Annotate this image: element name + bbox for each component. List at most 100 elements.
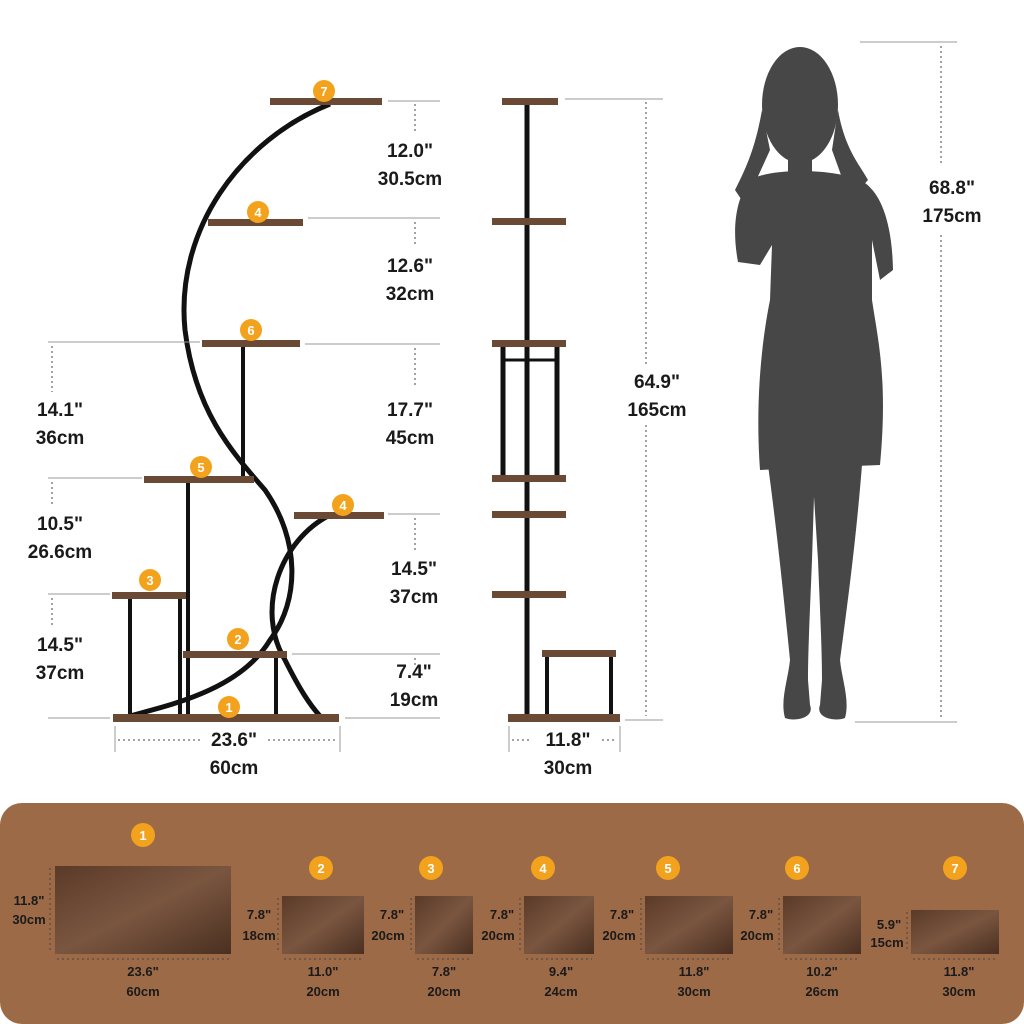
svg-text:1: 1 — [225, 700, 232, 715]
shelf-board — [55, 866, 231, 954]
shelf-board — [911, 910, 999, 954]
person-labels: 68.8" 175cm — [922, 178, 981, 227]
shelf-3-front — [112, 592, 186, 599]
height-label: 12.0" — [387, 141, 433, 162]
shelf-board — [645, 896, 733, 954]
svg-text:30cm: 30cm — [12, 912, 45, 927]
width-label: 60cm — [210, 758, 259, 779]
height-label: 32cm — [386, 284, 435, 305]
side-view-stand — [492, 98, 620, 722]
left-height-label: 26.6cm — [28, 542, 92, 563]
shelf-size-item: 1 11.8" 30cm 23.6" 60cm — [12, 823, 231, 999]
shelf-size-item: 5 7.8" 20cm 11.8" 30cm — [602, 856, 733, 999]
height-label: 30.5cm — [378, 169, 442, 190]
svg-text:1: 1 — [139, 828, 146, 843]
depth-label: 30cm — [544, 758, 593, 779]
left-height-label: 14.1" — [37, 400, 83, 421]
svg-text:3: 3 — [427, 861, 434, 876]
front-view-labels: 12.0" 30.5cm 12.6" 32cm 17.7" 45cm 14.5"… — [28, 141, 442, 779]
svg-text:4: 4 — [539, 861, 547, 876]
svg-text:2: 2 — [234, 632, 241, 647]
side-view-guides — [508, 98, 663, 752]
shelf-badge: 3 — [139, 569, 161, 591]
svg-text:7.8": 7.8" — [380, 907, 404, 922]
shelf-badge: 7 — [313, 80, 335, 102]
person-height-label: 68.8" — [929, 178, 975, 199]
shelf-6-front — [202, 340, 300, 347]
front-view-stand — [112, 98, 384, 722]
height-label: 17.7" — [387, 400, 433, 421]
svg-text:7.8": 7.8" — [749, 907, 773, 922]
svg-text:5.9": 5.9" — [877, 917, 901, 932]
shelf-board — [282, 896, 364, 954]
shelf-size-item: 3 7.8" 20cm 7.8" 20cm — [371, 856, 473, 999]
side-view-labels: 64.9" 165cm 11.8" 30cm — [544, 372, 687, 779]
shelf-size-item: 4 7.8" 20cm 9.4" 24cm — [481, 856, 594, 999]
svg-text:18cm: 18cm — [242, 928, 275, 943]
svg-text:20cm: 20cm — [740, 928, 773, 943]
svg-text:23.6": 23.6" — [127, 964, 158, 979]
shelf-size-items: 1 11.8" 30cm 23.6" 60cm 2 7.8" 18cm 11.0… — [12, 823, 999, 999]
shelf-size-item: 6 7.8" 20cm 10.2" 26cm — [740, 856, 861, 999]
svg-text:24cm: 24cm — [544, 984, 577, 999]
left-height-label: 10.5" — [37, 514, 83, 535]
lower-arc-frame — [269, 512, 332, 718]
svg-text:30cm: 30cm — [677, 984, 710, 999]
svg-text:11.8": 11.8" — [679, 964, 710, 979]
svg-text:7.8": 7.8" — [610, 907, 634, 922]
depth-label: 11.8" — [546, 730, 591, 751]
svg-text:7.8": 7.8" — [247, 907, 271, 922]
left-height-label: 14.5" — [37, 635, 83, 656]
total-height-label: 64.9" — [634, 372, 680, 393]
svg-text:2: 2 — [317, 861, 324, 876]
svg-text:11.0": 11.0" — [308, 964, 339, 979]
svg-text:6: 6 — [247, 323, 254, 338]
shelf-sizes-panel — [0, 803, 1024, 1024]
person-height-label: 175cm — [922, 206, 981, 227]
svg-text:5: 5 — [664, 861, 671, 876]
svg-text:4: 4 — [339, 498, 347, 513]
svg-text:5: 5 — [197, 460, 204, 475]
svg-text:11.8": 11.8" — [14, 893, 45, 908]
height-label: 37cm — [390, 587, 439, 608]
spiral-frame — [129, 101, 331, 719]
svg-text:3: 3 — [146, 573, 153, 588]
shelf-badge: 2 — [227, 628, 249, 650]
total-height-label: 165cm — [627, 400, 686, 421]
shelf-board — [415, 896, 473, 954]
front-view-guides — [48, 100, 440, 752]
width-label: 23.6" — [211, 730, 257, 751]
shelf-badge: 4 — [332, 494, 354, 516]
svg-text:60cm: 60cm — [126, 984, 159, 999]
shelf-2-front — [183, 651, 287, 658]
svg-text:30cm: 30cm — [942, 984, 975, 999]
svg-text:7.8": 7.8" — [490, 907, 514, 922]
svg-text:26cm: 26cm — [805, 984, 838, 999]
svg-text:20cm: 20cm — [371, 928, 404, 943]
height-label: 14.5" — [391, 559, 437, 580]
svg-text:7.8": 7.8" — [432, 964, 456, 979]
shelf-badge: 6 — [240, 319, 262, 341]
svg-text:20cm: 20cm — [427, 984, 460, 999]
left-height-label: 37cm — [36, 663, 85, 684]
svg-text:20cm: 20cm — [306, 984, 339, 999]
shelf-size-item: 7 5.9" 15cm 11.8" 30cm — [870, 856, 999, 999]
height-label: 45cm — [386, 428, 435, 449]
shelf-board — [524, 896, 594, 954]
shelf-badge: 5 — [190, 456, 212, 478]
person-silhouette — [735, 47, 893, 720]
shelf-1-front — [113, 714, 339, 722]
svg-text:9.4": 9.4" — [549, 964, 573, 979]
svg-text:6: 6 — [793, 861, 800, 876]
person-guides — [855, 41, 957, 723]
shelf-5-front — [144, 476, 254, 483]
svg-text:7: 7 — [320, 84, 327, 99]
left-height-label: 36cm — [36, 428, 85, 449]
svg-text:7: 7 — [951, 861, 958, 876]
shelf-badge: 1 — [218, 696, 240, 718]
svg-text:20cm: 20cm — [602, 928, 635, 943]
svg-text:11.8": 11.8" — [944, 964, 975, 979]
shelf-size-item: 2 7.8" 18cm 11.0" 20cm — [242, 856, 364, 999]
svg-text:4: 4 — [254, 205, 262, 220]
height-label: 12.6" — [387, 256, 433, 277]
